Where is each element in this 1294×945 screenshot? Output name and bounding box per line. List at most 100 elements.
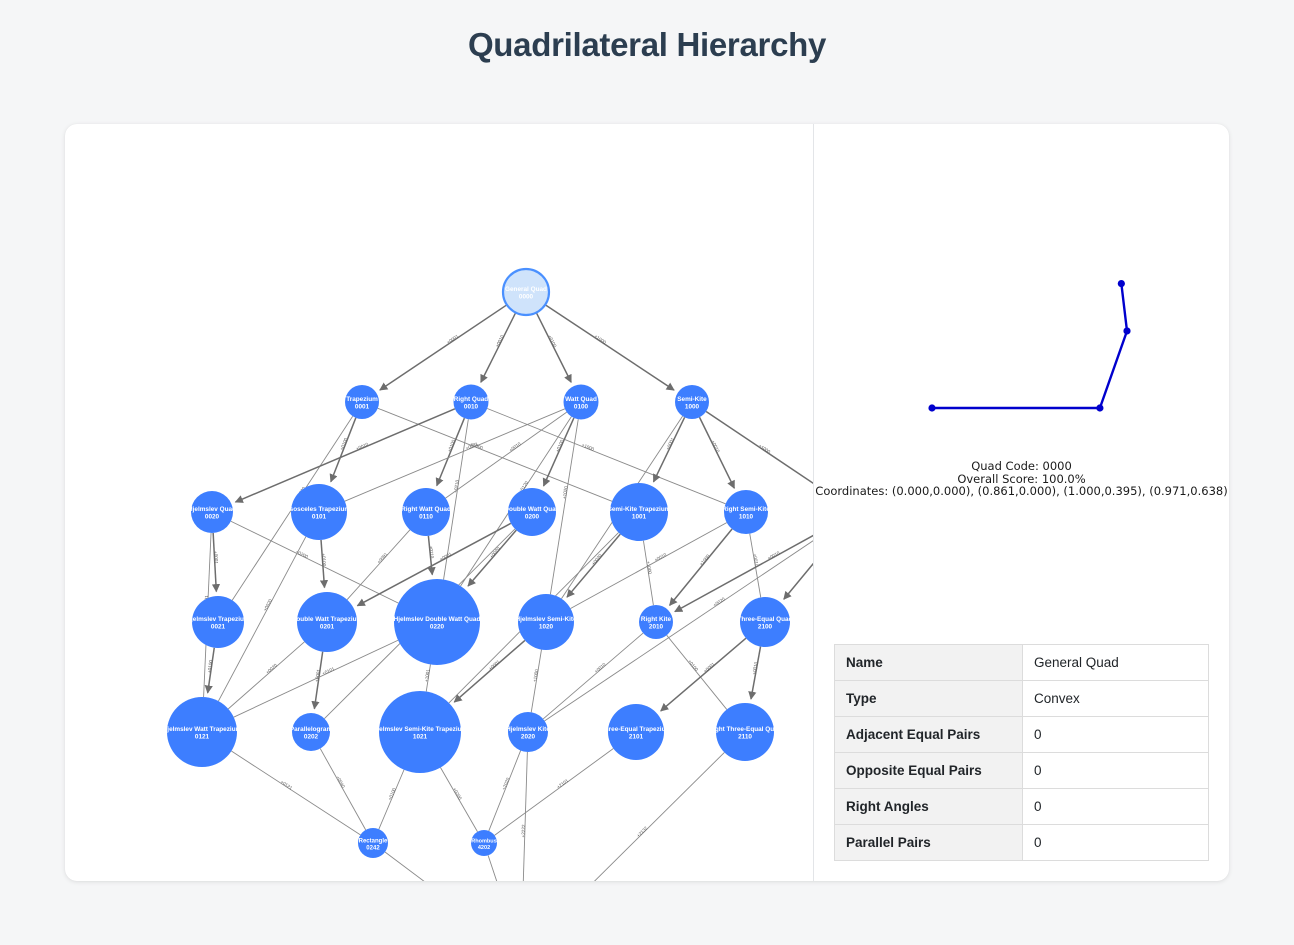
- node-code-label: 2110: [738, 734, 752, 741]
- property-value: Convex: [1022, 680, 1209, 717]
- node-code-label: 1020: [539, 624, 554, 631]
- graph-edge-label: +0001: [314, 668, 321, 682]
- graph-edge: [227, 641, 305, 710]
- node-circle[interactable]: [740, 597, 790, 647]
- graph-edge-label: +0010: [594, 662, 607, 674]
- node-circle[interactable]: [167, 697, 237, 767]
- graph-edge-label: +1000: [758, 443, 772, 455]
- graph-edge: [748, 646, 762, 700]
- node-circle[interactable]: [675, 385, 709, 419]
- graph-edge: [522, 751, 528, 881]
- node-circle[interactable]: [402, 488, 450, 536]
- node-circle[interactable]: [453, 384, 489, 420]
- node-circle[interactable]: [358, 828, 388, 858]
- node-code-label: 0010: [464, 404, 479, 411]
- node-circle[interactable]: [608, 704, 664, 760]
- node-circle[interactable]: [610, 483, 668, 541]
- graph-edge-label: +0110: [428, 546, 434, 559]
- graph-edge-label: +0001: [703, 661, 716, 673]
- node-circle[interactable]: [291, 484, 347, 540]
- node-circle[interactable]: [563, 384, 599, 420]
- node-circle[interactable]: [508, 712, 548, 752]
- node-code-label: 0101: [312, 514, 327, 521]
- graph-edge-label: +0121: [280, 779, 294, 790]
- node-circle[interactable]: [508, 488, 556, 536]
- node-circle[interactable]: [724, 490, 768, 534]
- graph-edge-label: +2132: [636, 825, 649, 838]
- node-name-label: Hjelmslev Kite: [506, 726, 550, 733]
- graph-edge: [204, 647, 215, 694]
- node-name-label: Trapezium: [346, 396, 378, 403]
- graph-edge-label: +0091: [376, 551, 389, 564]
- node-circle[interactable]: [192, 596, 244, 648]
- node-name-label: Double Watt Trapezium: [292, 616, 363, 623]
- graph-edge: [377, 407, 613, 502]
- node-code-label: 4202: [478, 845, 490, 851]
- hierarchy-graph[interactable]: +0001+0010+0100+1000+0100+0020+1000+0010…: [65, 124, 814, 881]
- vertex-dot: [928, 404, 936, 412]
- node-circle[interactable]: [394, 579, 480, 665]
- node-circle[interactable]: [716, 703, 774, 761]
- node-circle[interactable]: [297, 592, 357, 652]
- node-circle[interactable]: [639, 605, 673, 639]
- graph-edges: +0001+0010+0100+1000+0100+0020+1000+0010…: [203, 304, 813, 881]
- hierarchy-graph-panel[interactable]: +0001+0010+0100+1000+0100+0020+1000+0010…: [65, 124, 814, 881]
- node-code-label: 0202: [304, 734, 319, 741]
- node-circle[interactable]: [471, 830, 497, 856]
- graph-edge: [542, 417, 575, 487]
- graph-edge: [783, 562, 813, 600]
- quad-code-text: Quad Code: 0000: [971, 459, 1072, 473]
- node-name-label: Right Three-Equal Quad: [708, 726, 781, 733]
- graph-edge-label: +0100: [547, 334, 557, 348]
- node-code-label: 2010: [649, 624, 664, 631]
- property-value: General Quad: [1022, 644, 1209, 681]
- graph-edge: [570, 522, 727, 609]
- graph-edge-label: +0100: [321, 553, 327, 567]
- overall-score-text: Overall Score: 100.0%: [957, 471, 1086, 486]
- graph-edge-label: +0040: [335, 775, 346, 789]
- node-circle[interactable]: [292, 713, 330, 751]
- node-circle[interactable]: [191, 491, 233, 533]
- node-circle[interactable]: [379, 691, 461, 773]
- graph-edge: [443, 419, 469, 580]
- node-circle[interactable]: [345, 385, 379, 419]
- node-circle[interactable]: [518, 594, 574, 650]
- graph-edge-label: +2020: [501, 776, 511, 790]
- graph-edge: [319, 748, 367, 831]
- node-circle[interactable]: [501, 267, 551, 317]
- node-code-label: 0121: [195, 734, 210, 741]
- graph-edge-label: +0120: [518, 480, 529, 494]
- node-code-label: 0100: [574, 404, 589, 411]
- node-code-label: 0200: [525, 514, 540, 521]
- graph-edge-label: +1000: [581, 442, 595, 452]
- node-code-label: 2100: [758, 624, 773, 631]
